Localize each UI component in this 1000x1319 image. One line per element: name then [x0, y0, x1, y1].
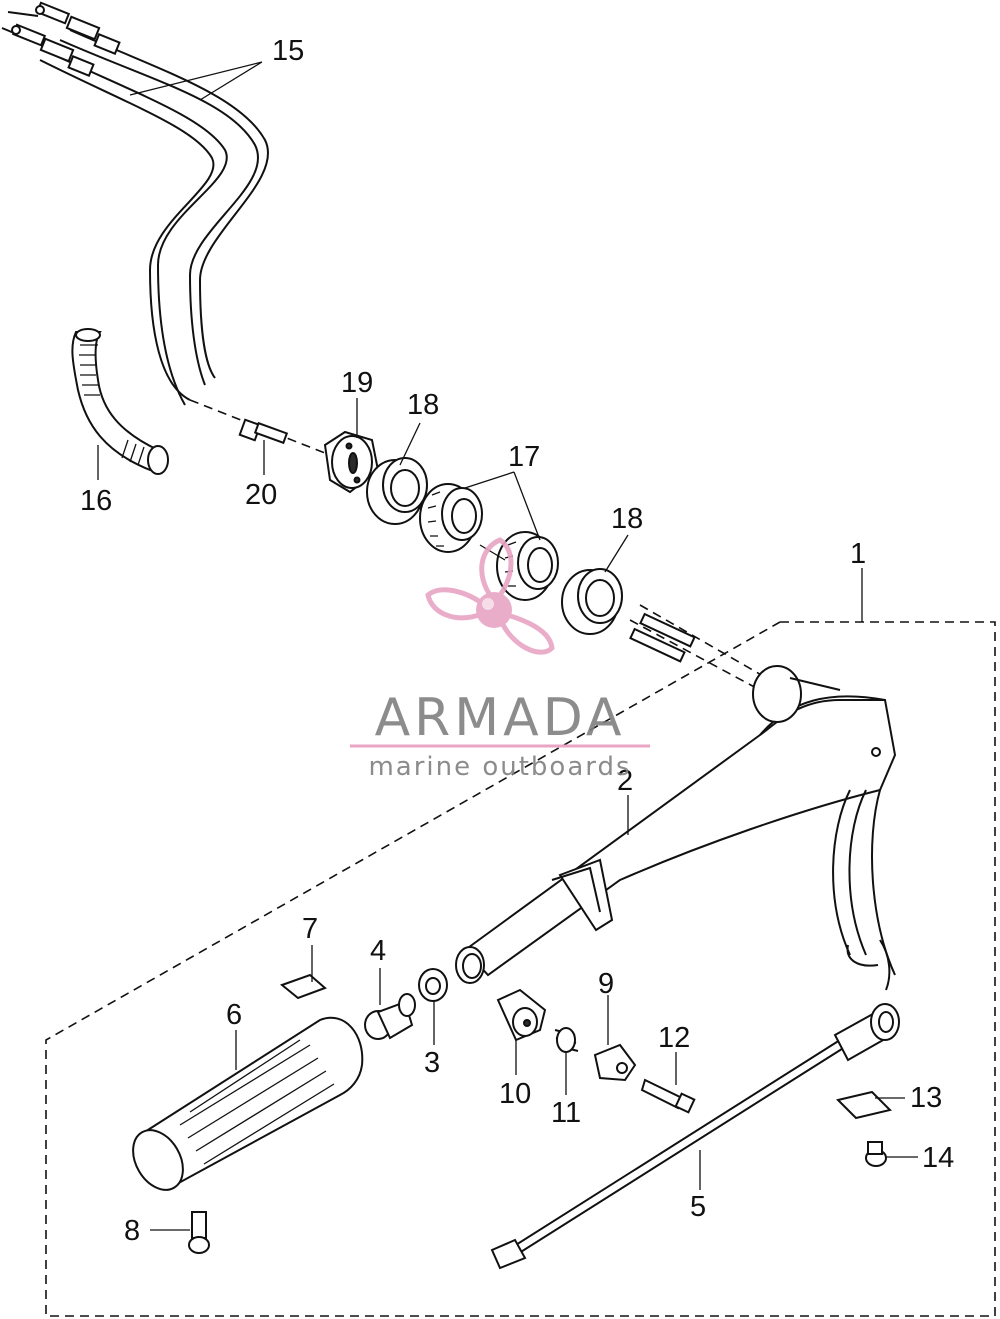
spring-part [554, 1027, 579, 1053]
cable-end-fittings [629, 612, 696, 663]
watermark-tagline: marine outboards [368, 752, 631, 782]
callout-20: 20 [245, 479, 277, 511]
watermark-brand: ARMADA [375, 688, 626, 748]
callout-5: 5 [690, 1191, 706, 1223]
bushing-axis [479, 544, 506, 561]
throttle-rod [490, 1003, 900, 1270]
callout-3: 3 [424, 1047, 440, 1079]
callout-16: 16 [80, 485, 112, 517]
callout-15: 15 [272, 35, 304, 67]
throttle-grip [132, 1016, 364, 1191]
throttle-cables [1, 1, 771, 691]
callout-10: 10 [499, 1078, 531, 1110]
callout-11: 11 [551, 1097, 581, 1129]
decal-plate [279, 973, 327, 1000]
callout-12: 12 [658, 1022, 690, 1054]
washer-part [418, 968, 448, 1002]
collar-part [364, 993, 416, 1040]
callout-2: 2 [617, 765, 633, 797]
callout-18b: 18 [611, 503, 643, 535]
cable-bolt [238, 418, 289, 445]
watermark: ARMADA marine outboards [350, 537, 650, 782]
bushing-left [419, 483, 483, 553]
callout-19: 19 [341, 367, 373, 399]
clamp-block [593, 1043, 637, 1082]
callout-13: 13 [910, 1082, 942, 1114]
callout-17: 17 [508, 441, 540, 473]
callout-6: 6 [226, 999, 242, 1031]
callout-4: 4 [370, 935, 386, 967]
callout-9: 9 [598, 968, 614, 1000]
callout-14: 14 [922, 1142, 954, 1174]
small-screw [865, 1141, 887, 1167]
bolt-part [640, 1078, 696, 1114]
callout-7: 7 [302, 913, 318, 945]
callout-labels: 1 2 3 4 5 6 7 8 9 10 11 12 13 14 15 16 1… [80, 35, 954, 1247]
grommet-left [366, 457, 428, 525]
leader-lines [97, 61, 918, 1231]
bushing-right [496, 531, 559, 601]
retainer-clip [836, 1090, 892, 1120]
assembly-boundary [45, 621, 996, 1317]
tiller-arm [455, 665, 897, 991]
hose-part [71, 328, 169, 475]
callout-18a: 18 [407, 389, 439, 421]
callout-1: 1 [850, 538, 866, 570]
friction-block [496, 988, 547, 1042]
callout-8: 8 [124, 1215, 140, 1247]
grip-screw [188, 1211, 210, 1254]
grommet-right [561, 568, 623, 635]
propeller-logo [425, 537, 555, 655]
